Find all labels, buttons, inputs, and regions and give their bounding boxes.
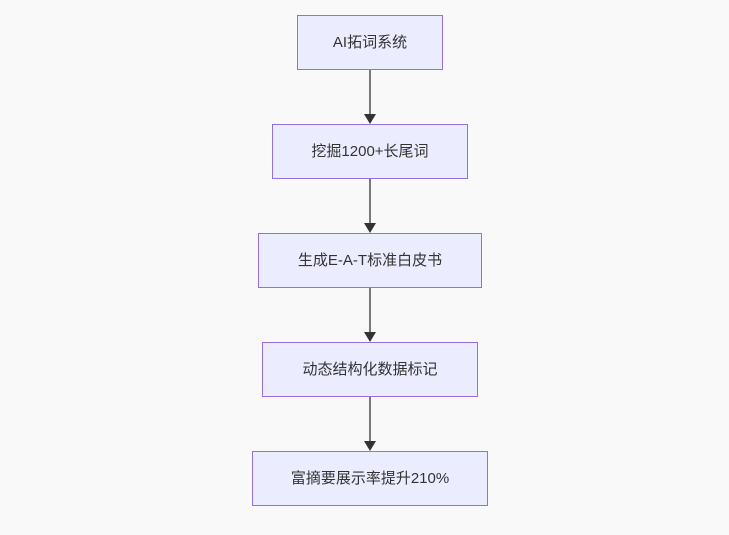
flow-node-label: AI拓词系统 [332,33,408,51]
flow-node-label: 生成E-A-T标准白皮书 [297,251,443,269]
edge-line-1 [369,70,371,115]
arrow-down-icon [364,441,376,451]
arrow-down-icon [364,332,376,342]
flow-node-rich-snippet-result: 富摘要展示率提升210% [252,451,488,506]
edge-line-4 [369,397,371,442]
flow-node-label: 挖掘1200+长尾词 [311,142,429,160]
edge-line-3 [369,288,371,333]
flow-node-longtail-keywords: 挖掘1200+长尾词 [272,124,468,179]
flow-node-ai-word-expansion: AI拓词系统 [297,15,443,70]
flow-node-label: 富摘要展示率提升210% [290,469,450,487]
arrow-down-icon [364,114,376,124]
flow-node-label: 动态结构化数据标记 [302,360,438,378]
arrow-down-icon [364,223,376,233]
edge-line-2 [369,179,371,224]
flow-node-eat-whitepaper: 生成E-A-T标准白皮书 [258,233,482,288]
flow-node-structured-data: 动态结构化数据标记 [262,342,478,397]
